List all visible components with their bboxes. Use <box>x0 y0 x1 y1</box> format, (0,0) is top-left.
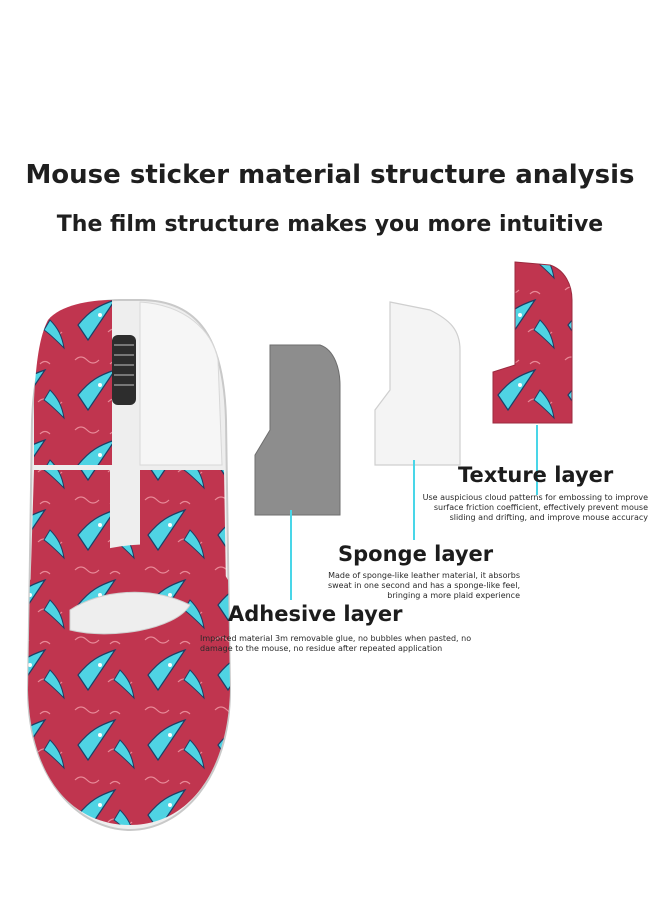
main-title: Mouse sticker material structure analysi… <box>25 160 635 190</box>
subtitle: The film structure makes you more intuit… <box>56 212 604 237</box>
scroll-wheel <box>112 335 136 405</box>
adhesive-layer-description: Imported material 3m removable glue, no … <box>200 634 472 653</box>
adhesive-sheet <box>254 344 341 516</box>
right-button-sticker <box>139 301 223 466</box>
sponge-layer-label: Sponge layer <box>338 542 494 566</box>
palm-sticker <box>28 544 230 825</box>
left-button-sticker <box>34 300 112 465</box>
texture-layer-label: Texture layer <box>458 463 614 487</box>
mouse-illustration <box>26 299 232 832</box>
adhesive-layer-label: Adhesive layer <box>228 602 403 626</box>
sponge-layer-description: Made of sponge-like leather material, it… <box>327 571 520 600</box>
texture-sheet <box>492 261 573 424</box>
sponge-sheet <box>374 301 461 466</box>
texture-layer-description: Use auspicious cloud patterns for emboss… <box>422 493 648 522</box>
